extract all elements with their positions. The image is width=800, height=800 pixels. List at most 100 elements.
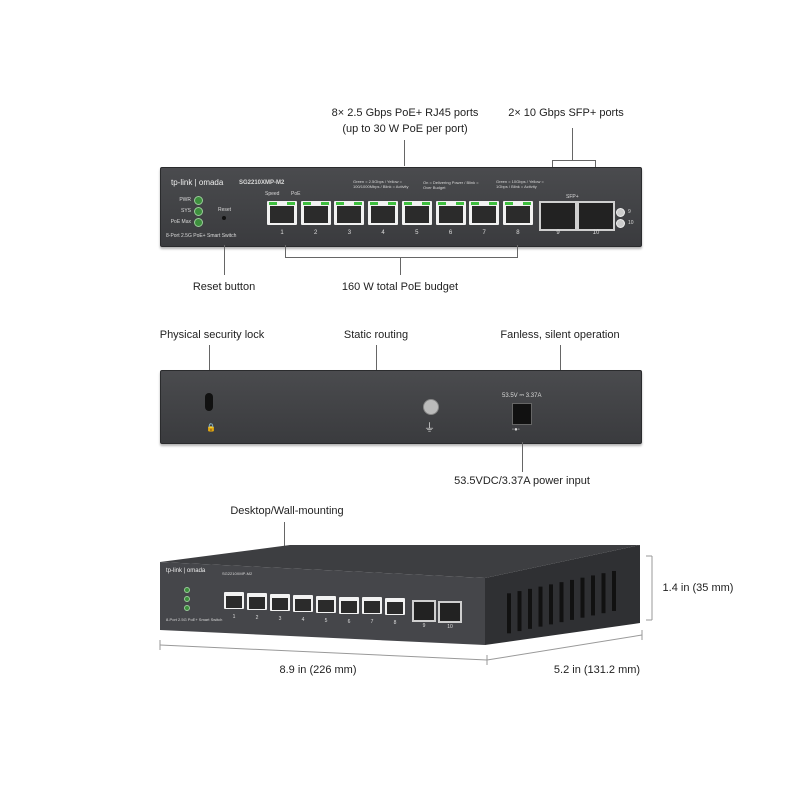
pwr-led-3d [184,587,190,593]
vent-slot [591,575,595,616]
callout-line [572,128,573,160]
callout-line [285,257,518,258]
brand-logo-3d: tp-link | omada [166,568,206,574]
vent-slot [570,579,574,620]
port-socket [226,596,242,608]
vent-slot [538,586,543,627]
sfp-led-9 [616,208,625,217]
port-number: 9 [556,230,560,236]
sys-led [194,207,203,216]
port-number-3d: 5 [324,617,328,624]
rj45-port[interactable] [435,201,466,225]
sfp-led-10 [616,219,625,228]
fanless-callout: Fanless, silent operation [500,329,620,341]
sfp-led-label-9: 9 [628,209,631,215]
callout-line [376,345,377,370]
callout-line [522,442,523,472]
back-panel: 🔒 ⏚ 53.5V ⎓ 3.37A ◦●◦ [160,370,642,444]
vent-slot [528,588,532,629]
callout-line [517,245,518,258]
vent-slot [549,584,553,625]
port-number-3d: 8 [393,620,397,627]
rj45-port[interactable] [300,201,331,225]
poe-led [489,202,498,205]
port-socket [404,206,429,223]
rj45-port[interactable] [368,201,399,225]
poe-max-led [194,218,203,227]
rj45-port-3d[interactable] [224,592,244,609]
port-socket [371,206,396,223]
port-number: 1 [280,230,284,236]
height-dimension: 1.4 in (35 mm) [662,582,734,594]
callout-line [400,257,401,275]
model-number-3d: SG2210XMP-M2 [222,571,253,576]
ground-screw [423,399,439,415]
model-number: SG2210XMP-M2 [239,180,285,186]
rj45-port-3d[interactable] [247,592,267,610]
port-number-3d: 4 [301,616,305,623]
security-lock-slot[interactable] [205,393,213,411]
poe-led [455,202,464,205]
rj45-port[interactable] [334,201,365,225]
poe-max-led-3d [184,605,190,611]
sfp-port-3d[interactable] [438,601,462,623]
rj45-port-3d[interactable] [385,598,405,616]
rj45-port-3d[interactable] [316,595,336,613]
rj45-port[interactable] [267,201,297,225]
led-label-pwr: PWR [179,197,191,203]
poe-led [354,202,363,205]
speed-label: Speed [265,191,280,197]
port-socket [387,602,403,615]
rj45-port[interactable] [502,201,533,225]
port-socket [295,598,311,611]
rj45-port[interactable] [469,201,500,225]
rj45-callout-sub: (up to 30 W PoE per port) [342,123,468,135]
speed-led [504,202,513,205]
port-number: 2 [314,230,318,236]
sfp-group-label: SFP+ [566,194,579,200]
port-number-3d: 1 [232,614,236,620]
mounting-callout: Desktop/Wall-mounting [230,505,344,517]
poe-legend: On = Delivering Power / Blink = Over Bud… [423,180,479,190]
rj45-port-3d[interactable] [339,596,359,614]
port-number: 8 [516,230,520,236]
port-number-3d: 3 [278,615,282,622]
rj45-callout: 8× 2.5 Gbps PoE+ RJ45 ports [331,107,479,119]
callout-line [209,345,210,370]
port-socket [337,206,362,223]
power-callout: 53.5VDC/3.37A power input [454,475,590,487]
callout-line [560,345,561,370]
callout-line [552,160,596,161]
port-number: 5 [415,230,419,236]
led-label-poe-max: PoE Max [170,219,191,225]
rj45-port-3d[interactable] [293,594,313,612]
sfp-port[interactable] [577,201,615,231]
lock-callout: Physical security lock [159,329,265,341]
polarity-icon: ◦●◦ [512,427,520,433]
port-socket [505,206,530,223]
port-socket [364,601,380,614]
routing-callout: Static routing [343,329,409,341]
port-number-3d: 10 [447,624,453,630]
sfp-legend: Green = 10Gbps / Yellow = 1Gbps / Blink … [496,179,544,189]
port-number-3d: 9 [422,623,426,629]
sfp-port-3d[interactable] [412,600,436,622]
speed-led [302,202,311,205]
ground-icon: ⏚ [424,422,435,434]
power-rating: 53.5V ⎓ 3.37A [502,393,542,399]
poe-led [388,202,397,205]
rj45-port[interactable] [401,201,432,225]
reset-callout: Reset button [192,281,256,293]
lock-icon: 🔒 [206,423,216,432]
rj45-port-3d[interactable] [362,597,382,615]
reset-button[interactable] [222,216,226,220]
port-number: 4 [381,230,385,236]
rj45-port-3d[interactable] [270,593,290,611]
port-socket [341,600,357,613]
led-label-sys: SYS [180,208,191,214]
vent-slot [559,582,564,623]
callout-line [404,140,405,166]
sfp-port[interactable] [539,201,577,231]
port-number: 10 [592,230,600,236]
